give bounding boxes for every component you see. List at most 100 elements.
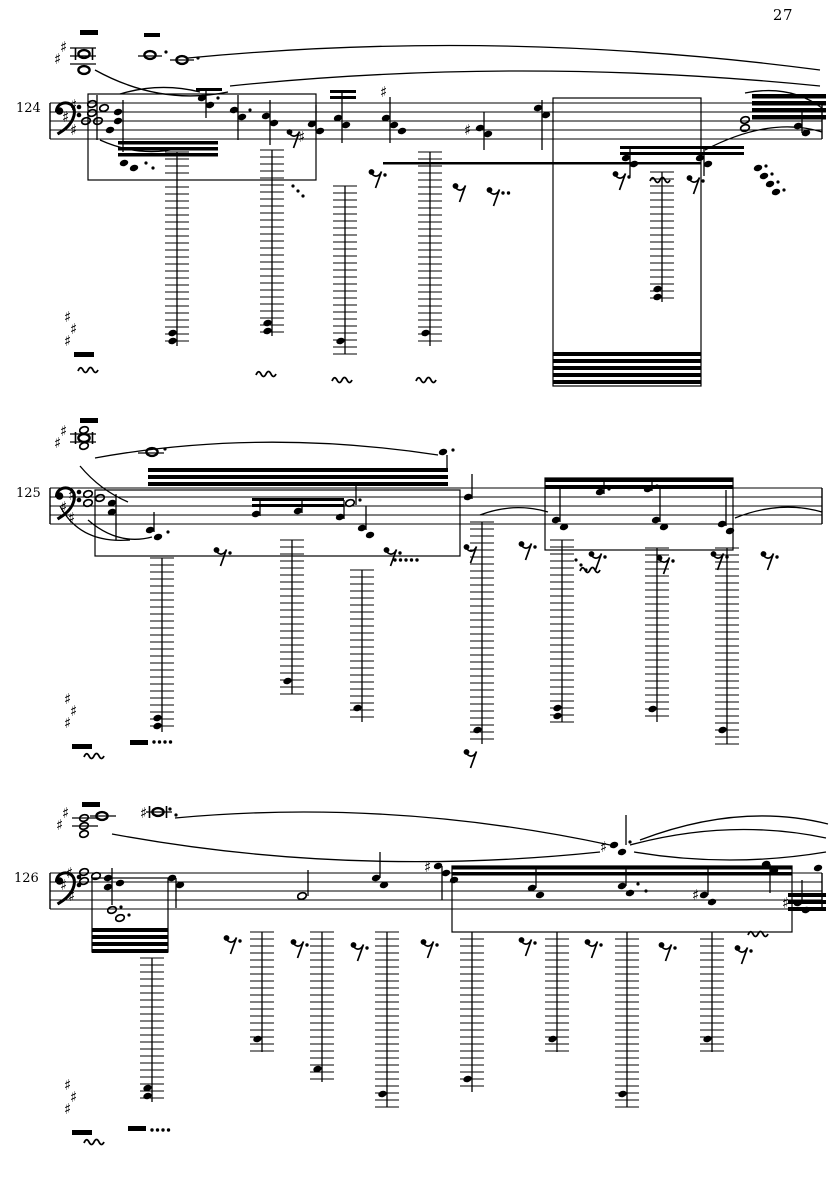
notehead (699, 891, 709, 899)
notehead (378, 1090, 387, 1098)
beam (330, 90, 356, 93)
notehead (365, 531, 375, 539)
beam (620, 146, 744, 149)
notehead (765, 180, 775, 188)
notehead (553, 712, 562, 720)
notehead (541, 111, 551, 119)
sharp-icon: ♯ (70, 320, 77, 338)
sharp-icon: ♯ (60, 38, 67, 56)
notehead (261, 112, 271, 120)
notehead (371, 874, 381, 882)
ledger-column (140, 957, 164, 1102)
sharp-icon: ♯ (692, 886, 699, 904)
notehead (695, 154, 705, 162)
ledger-column (333, 185, 357, 355)
notehead (533, 104, 543, 112)
sharp-icon: ♯ (66, 864, 73, 882)
notehead (143, 1084, 152, 1092)
notehead (553, 704, 562, 712)
sharp-icon: ♯ (68, 509, 75, 527)
wavy-ornament-icon (331, 376, 353, 384)
beam (553, 359, 701, 363)
thick-dash (80, 30, 98, 35)
notehead (379, 881, 389, 889)
wavy-ornament-icon (83, 1138, 105, 1146)
augmentation-dot (579, 563, 583, 567)
augmentation-dot (636, 882, 640, 886)
beam (752, 108, 826, 113)
sharp-icon: ♯ (60, 422, 67, 440)
notehead (341, 121, 351, 129)
eighth-rest-icon (212, 546, 232, 567)
slur (111, 833, 601, 863)
eighth-rest-icon (611, 170, 631, 191)
augmentation-dot (782, 188, 786, 192)
notehead (229, 106, 239, 114)
notehead (129, 164, 139, 172)
augmentation-dot (574, 558, 578, 562)
notehead (463, 1075, 472, 1083)
slur (119, 86, 201, 95)
beam (92, 949, 168, 953)
notehead (559, 523, 569, 531)
dot (152, 740, 156, 744)
notehead (253, 1035, 262, 1043)
wavy-ornament-icon (83, 752, 105, 760)
notehead (609, 841, 619, 849)
dot (163, 740, 167, 744)
notehead (145, 526, 155, 534)
notehead (205, 101, 215, 109)
notehead-open (94, 493, 106, 503)
beam (92, 942, 168, 946)
beam (788, 907, 826, 911)
notehead-open (80, 116, 92, 126)
sharp-icon: ♯ (298, 128, 305, 146)
eighth-rest-icon (349, 941, 369, 962)
notehead (167, 874, 177, 882)
sharp-icon: ♯ (64, 332, 71, 350)
slur (94, 441, 439, 459)
slur (187, 44, 821, 71)
slur (734, 506, 823, 519)
sharp-icon: ♯ (64, 308, 71, 326)
sharp-icon: ♯ (140, 804, 147, 822)
augmentation-dot (296, 189, 300, 193)
notehead (449, 876, 459, 884)
notehead (313, 1065, 322, 1073)
double-whole-note (74, 46, 94, 62)
notehead-open (78, 813, 90, 823)
notehead (618, 1090, 627, 1098)
dot (157, 740, 162, 744)
notehead-open (296, 891, 308, 901)
thick-dash (80, 418, 98, 423)
thick-dash (144, 33, 160, 37)
notehead (473, 726, 482, 734)
beam-bracket (552, 97, 702, 387)
slur (704, 126, 823, 151)
augmentation-dot (770, 172, 774, 176)
ledger-column (150, 557, 174, 732)
sharp-icon: ♯ (464, 121, 471, 139)
ledger-column (165, 151, 189, 346)
augmentation-dot (628, 840, 632, 844)
beam-bracket (451, 865, 793, 933)
sharp-icon: ♯ (64, 1076, 71, 1094)
notehead (153, 722, 162, 730)
thick-dash (130, 740, 148, 745)
sharp-icon: ♯ (70, 96, 77, 114)
augmentation-dot (168, 807, 172, 811)
notehead (105, 126, 115, 134)
beam (148, 468, 448, 472)
notehead (336, 337, 345, 345)
notehead (421, 329, 430, 337)
measure-number: 124 (16, 101, 41, 116)
measure-number: 126 (14, 871, 39, 886)
notehead (251, 510, 261, 518)
beam (148, 482, 448, 486)
slur (94, 69, 229, 97)
ledger-column (418, 151, 442, 346)
beam (252, 498, 344, 501)
notehead (475, 124, 485, 132)
dot (161, 1128, 165, 1132)
beam (553, 380, 701, 384)
